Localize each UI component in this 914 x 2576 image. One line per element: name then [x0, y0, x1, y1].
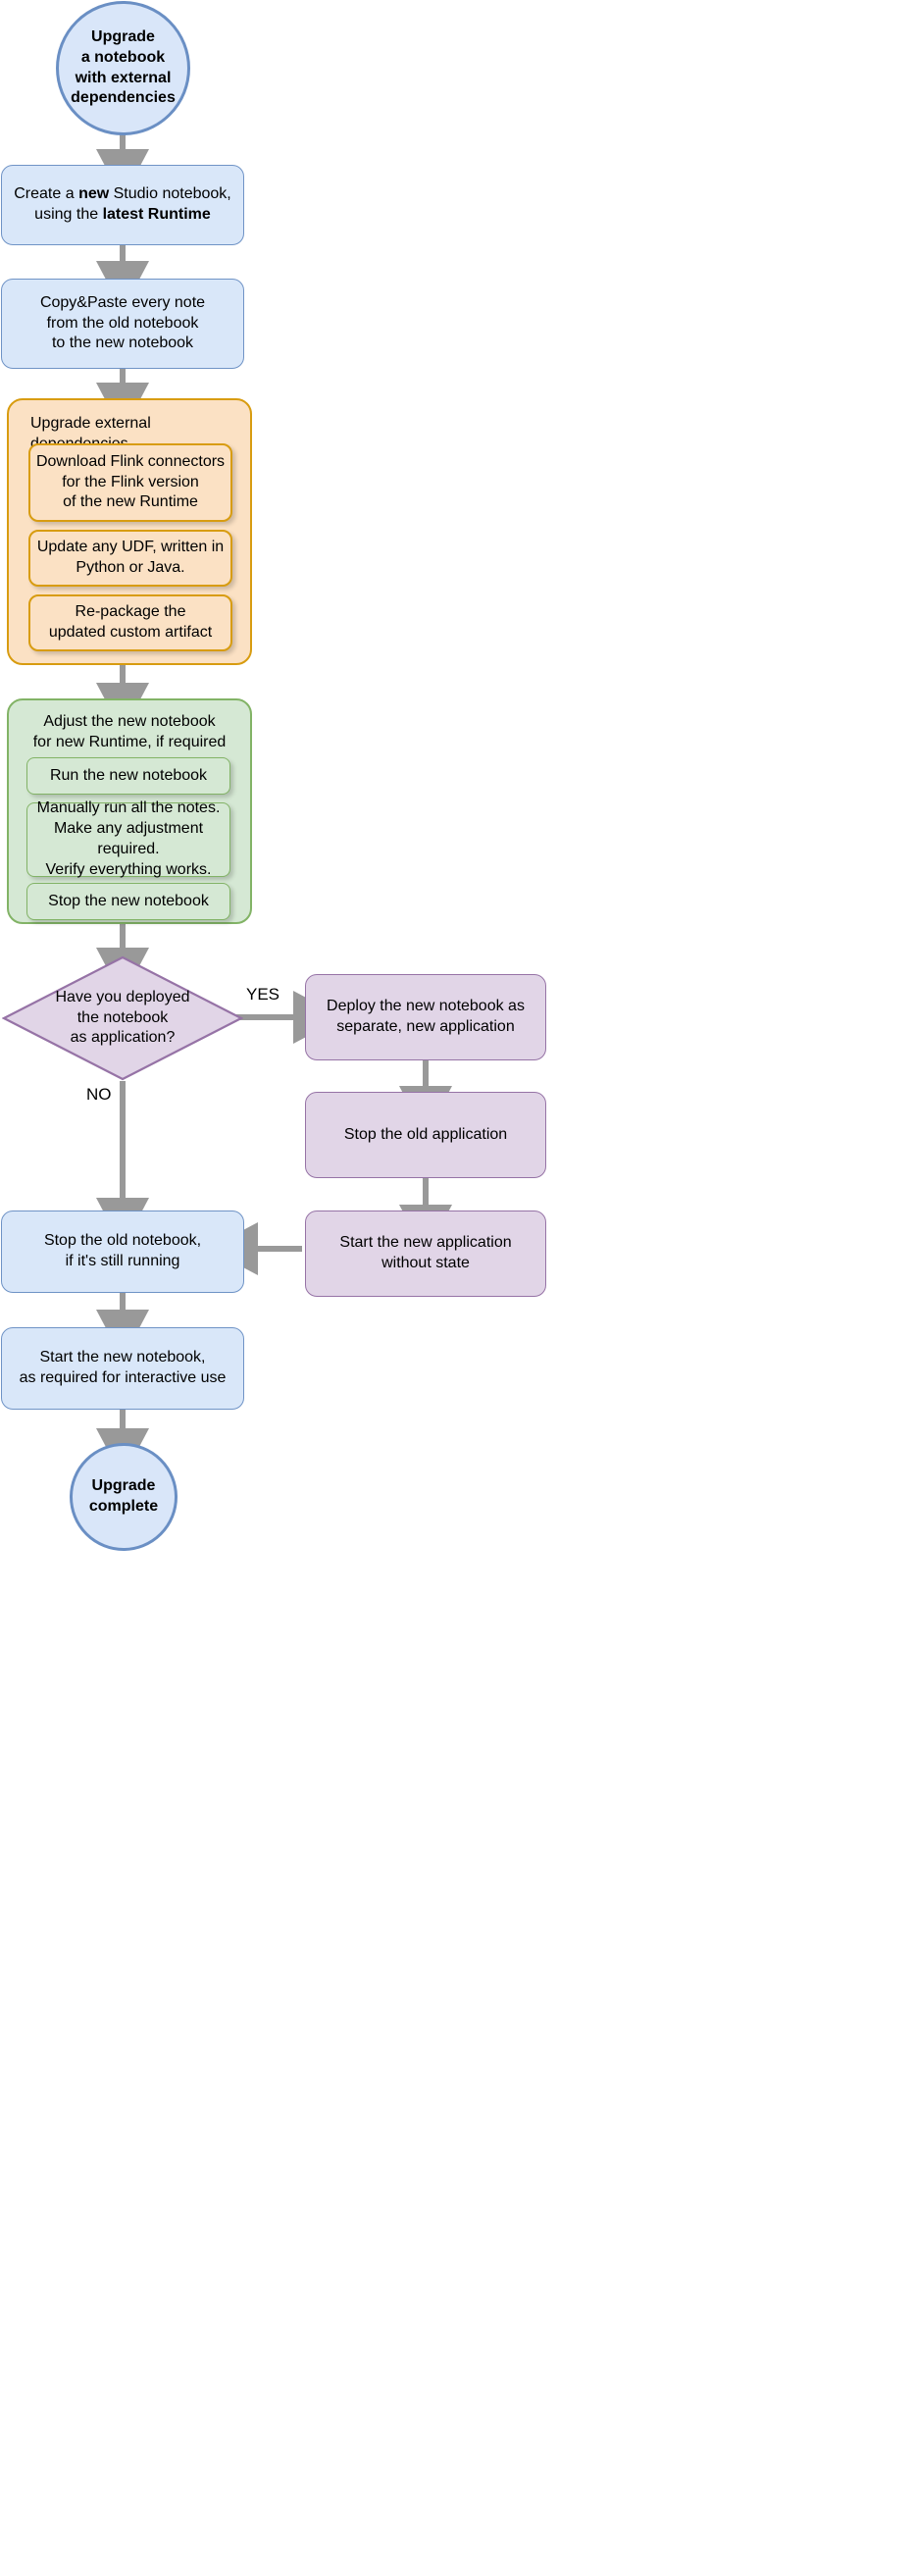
adjust-0-line-1: Run the new notebook	[49, 766, 208, 784]
step-stop-old-application[interactable]: Stop the old application	[305, 1092, 546, 1178]
deps-1-line-1: Update any UDF, written in	[36, 539, 225, 556]
adjust-2-line-1: Stop the new notebook	[48, 892, 209, 909]
deploy-line-1: Deploy the new notebook as	[327, 998, 525, 1015]
adjust-1-line-2: Make any adjustment required.	[53, 820, 204, 857]
step-stop-old-application-label: Stop the old application	[344, 1125, 507, 1146]
step-create-new-notebook[interactable]: Create a new Studio notebook, using the …	[1, 165, 244, 245]
group-upgrade-external-dependencies: Upgrade external dependencies Download F…	[7, 398, 252, 665]
adjust-1-line-3: Verify everything works.	[45, 860, 212, 878]
start-line-3: with external	[75, 69, 172, 86]
step-create-new-notebook-label: Create a new Studio notebook, using the …	[14, 184, 230, 226]
copy-line-1: Copy&Paste every note	[39, 293, 206, 311]
deps-2-line-1: Re-package the	[75, 603, 186, 621]
step-run-new-notebook-label: Run the new notebook	[50, 766, 207, 787]
create-text-1: Create a	[14, 185, 79, 203]
start-notebook-line-1: Start the new notebook,	[39, 1349, 206, 1366]
start-terminator[interactable]: Upgrade a notebook with external depende…	[56, 1, 190, 135]
decision-diamond-shape	[2, 955, 243, 1081]
end-terminator-label: Upgrade complete	[89, 1476, 158, 1518]
start-terminator-label: Upgrade a notebook with external depende…	[71, 27, 176, 109]
deps-2-line-2: updated custom artifact	[48, 624, 213, 641]
adjust-title-line-1: Adjust the new notebook	[43, 713, 216, 730]
decision-label: Have you deployed the notebook as applic…	[2, 955, 243, 1081]
copy-line-3: to the new notebook	[51, 335, 194, 352]
decision-deployed-as-application[interactable]: Have you deployed the notebook as applic…	[2, 955, 243, 1081]
stop-notebook-line-2: if it's still running	[65, 1253, 180, 1269]
start-app-line-2: without state	[381, 1255, 470, 1271]
step-copy-paste-notes-label: Copy&Paste every note from the old noteb…	[40, 293, 205, 354]
stop-app-line-1: Stop the old application	[343, 1125, 508, 1143]
create-text-new: new	[78, 185, 110, 203]
step-stop-new-notebook[interactable]: Stop the new notebook	[26, 883, 230, 920]
deps-0-line-1: Download Flink connectors	[35, 452, 226, 470]
step-download-flink-connectors[interactable]: Download Flink connectors for the Flink …	[28, 443, 232, 522]
decision-line-2: the notebook	[76, 1008, 169, 1026]
start-app-line-1: Start the new application	[339, 1234, 512, 1252]
step-deploy-new-notebook-as-app[interactable]: Deploy the new notebook as separate, new…	[305, 974, 546, 1060]
copy-line-2: from the old notebook	[46, 314, 199, 332]
edge-label-no: NO	[86, 1085, 112, 1104]
step-manually-run-notes[interactable]: Manually run all the notes. Make any adj…	[26, 799, 230, 880]
start-notebook-line-2: as required for interactive use	[19, 1369, 227, 1386]
create-text-runtime: latest Runtime	[102, 206, 211, 223]
step-repackage-artifact[interactable]: Re-package the updated custom artifact	[28, 594, 232, 651]
step-stop-old-notebook-label: Stop the old notebook, if it's still run…	[44, 1231, 201, 1272]
adjust-1-line-1: Manually run all the notes.	[36, 799, 221, 817]
step-update-udf-label: Update any UDF, written in Python or Jav…	[37, 538, 224, 579]
adjust-title-line-2: for new Runtime, if required	[32, 733, 227, 750]
step-manually-run-notes-label: Manually run all the notes. Make any adj…	[27, 799, 229, 880]
start-line-1: Upgrade	[91, 27, 155, 45]
step-download-flink-connectors-label: Download Flink connectors for the Flink …	[36, 452, 225, 513]
step-start-new-application-label: Start the new application without state	[339, 1233, 511, 1274]
step-copy-paste-notes[interactable]: Copy&Paste every note from the old noteb…	[1, 279, 244, 369]
group-adjust-new-notebook: Adjust the new notebook for new Runtime,…	[7, 698, 252, 924]
step-start-new-application[interactable]: Start the new application without state	[305, 1211, 546, 1297]
deps-0-line-2: for the Flink version	[62, 473, 199, 490]
decision-line-1: Have you deployed	[55, 988, 190, 1005]
step-stop-old-notebook[interactable]: Stop the old notebook, if it's still run…	[1, 1211, 244, 1293]
start-line-2: a notebook	[80, 48, 166, 66]
end-line-1: Upgrade	[91, 1477, 156, 1495]
deps-1-line-2: Python or Java.	[76, 559, 185, 576]
step-deploy-new-notebook-as-app-label: Deploy the new notebook as separate, new…	[327, 997, 525, 1038]
edge-label-yes: YES	[246, 985, 280, 1004]
end-line-2: complete	[88, 1498, 159, 1515]
stop-notebook-line-1: Stop the old notebook,	[43, 1232, 202, 1250]
create-text-4: using the	[34, 206, 103, 223]
end-terminator[interactable]: Upgrade complete	[70, 1443, 178, 1551]
step-repackage-artifact-label: Re-package the updated custom artifact	[49, 602, 212, 644]
create-text-3: Studio notebook,	[109, 185, 231, 203]
step-run-new-notebook[interactable]: Run the new notebook	[26, 757, 230, 795]
group-adjust-new-notebook-title: Adjust the new notebook for new Runtime,…	[9, 712, 250, 753]
step-update-udf[interactable]: Update any UDF, written in Python or Jav…	[28, 530, 232, 587]
deploy-line-2: separate, new application	[336, 1018, 515, 1035]
decision-line-3: as application?	[70, 1029, 176, 1047]
step-start-new-notebook[interactable]: Start the new notebook, as required for …	[1, 1327, 244, 1410]
step-start-new-notebook-label: Start the new notebook, as required for …	[20, 1348, 227, 1389]
start-line-4: dependencies	[71, 89, 176, 107]
deps-0-line-3: of the new Runtime	[63, 493, 198, 511]
step-stop-new-notebook-label: Stop the new notebook	[48, 892, 209, 912]
